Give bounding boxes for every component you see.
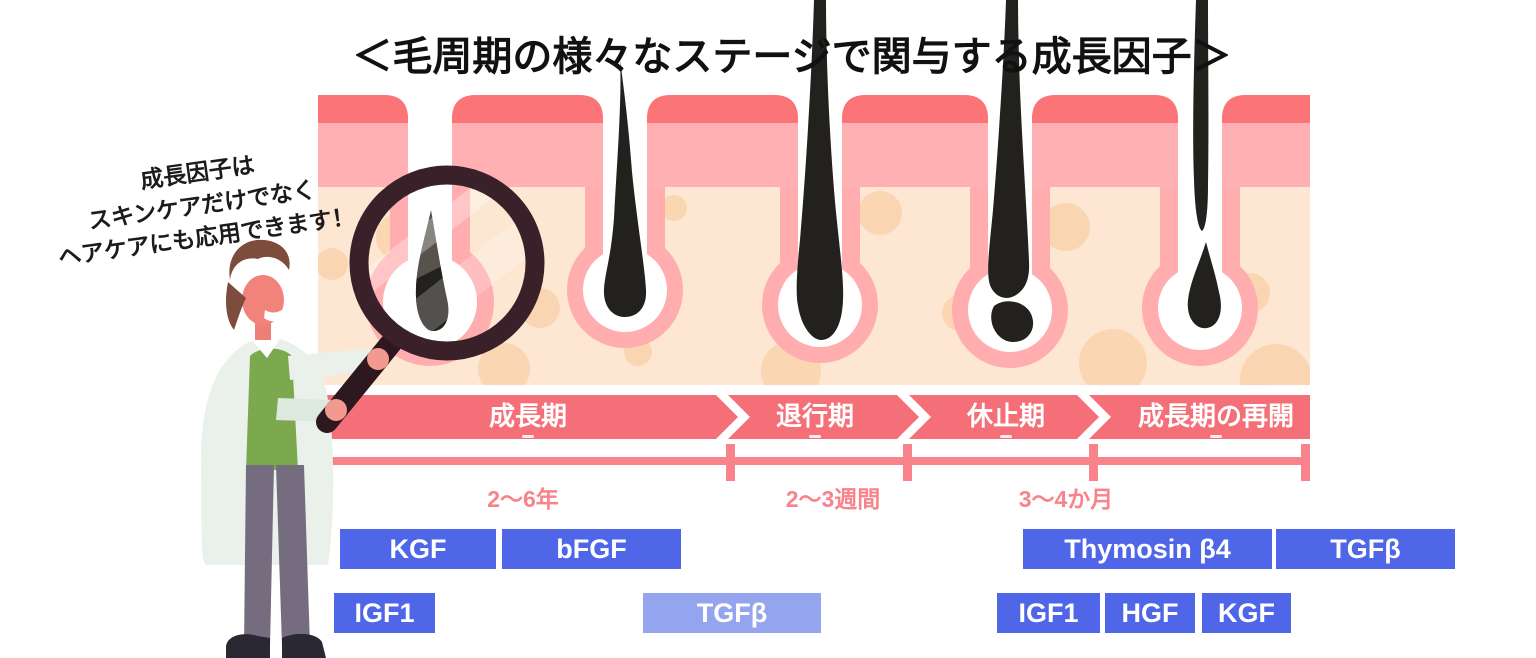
stage-label-text: 成長期 xyxy=(488,401,568,431)
left-shoe xyxy=(226,634,270,658)
right-leg xyxy=(276,465,310,646)
stage-label-text: 休止期 xyxy=(966,401,1046,431)
magnifier-ring xyxy=(349,165,545,361)
factor-tgfb-right: TGFβ xyxy=(1276,529,1455,569)
stage-catagen: 退行期 xyxy=(776,395,854,439)
dermis-dots xyxy=(318,191,1310,385)
right-shoe xyxy=(282,633,326,658)
hair-catagen-club xyxy=(988,0,1034,342)
factor-kgf-right: KGF xyxy=(1202,593,1291,633)
hand xyxy=(367,348,389,370)
page-title: ＜毛周期の様々なステージで関与する成長因子＞ xyxy=(352,35,1232,79)
scale-tick xyxy=(1089,444,1098,481)
factor-thymosin-b4: Thymosin β4 xyxy=(1023,529,1272,569)
stage-telogen: 休止期 xyxy=(967,395,1045,439)
hair-side xyxy=(226,282,246,330)
factor-hgf: HGF xyxy=(1105,593,1195,633)
hair-anagen-mid xyxy=(603,60,647,317)
duration-anagen: 2〜6年 xyxy=(487,486,559,512)
duration-scale: 2〜6年 2〜3週間 3〜4か月 xyxy=(318,444,1310,514)
stage-regrowth: 成長期の再開 xyxy=(1138,395,1294,439)
scale-tick xyxy=(726,444,735,481)
duration-telogen: 3〜4か月 xyxy=(1018,486,1114,512)
hair-follicle-diagram xyxy=(318,0,1310,385)
factor-tgfb-catagen: TGFβ xyxy=(643,593,821,633)
smile xyxy=(264,305,288,322)
hair xyxy=(229,239,290,280)
scale-tick xyxy=(903,444,912,481)
left-leg xyxy=(244,465,274,646)
factor-igf1-right: IGF1 xyxy=(997,593,1100,633)
scientist-character xyxy=(200,160,558,658)
epidermis-tiles xyxy=(318,95,1310,187)
collar xyxy=(250,336,282,358)
factor-igf1-left: IGF1 xyxy=(334,593,435,633)
hair-telogen-new-growth xyxy=(1187,0,1221,329)
hair-cycle-stage-band: 成長期 退行期 休止期 成長期の再開 xyxy=(318,395,1310,439)
magnifying-glass-icon xyxy=(316,160,558,433)
scale-tick xyxy=(1301,444,1310,481)
hand xyxy=(325,399,347,421)
stage-label-text: 退行期 xyxy=(775,401,855,431)
scale-line xyxy=(318,457,1310,465)
factor-bfgf: bFGF xyxy=(502,529,681,569)
stage-label-text: 成長期の再開 xyxy=(1137,401,1295,431)
duration-catagen: 2〜3週間 xyxy=(785,486,881,512)
hair-anagen-full xyxy=(796,0,844,340)
factor-kgf: KGF xyxy=(340,529,496,569)
hairs xyxy=(415,0,1221,342)
sweater xyxy=(246,348,298,470)
hair-anagen-early xyxy=(415,210,449,332)
stage-anagen: 成長期 xyxy=(489,395,567,439)
